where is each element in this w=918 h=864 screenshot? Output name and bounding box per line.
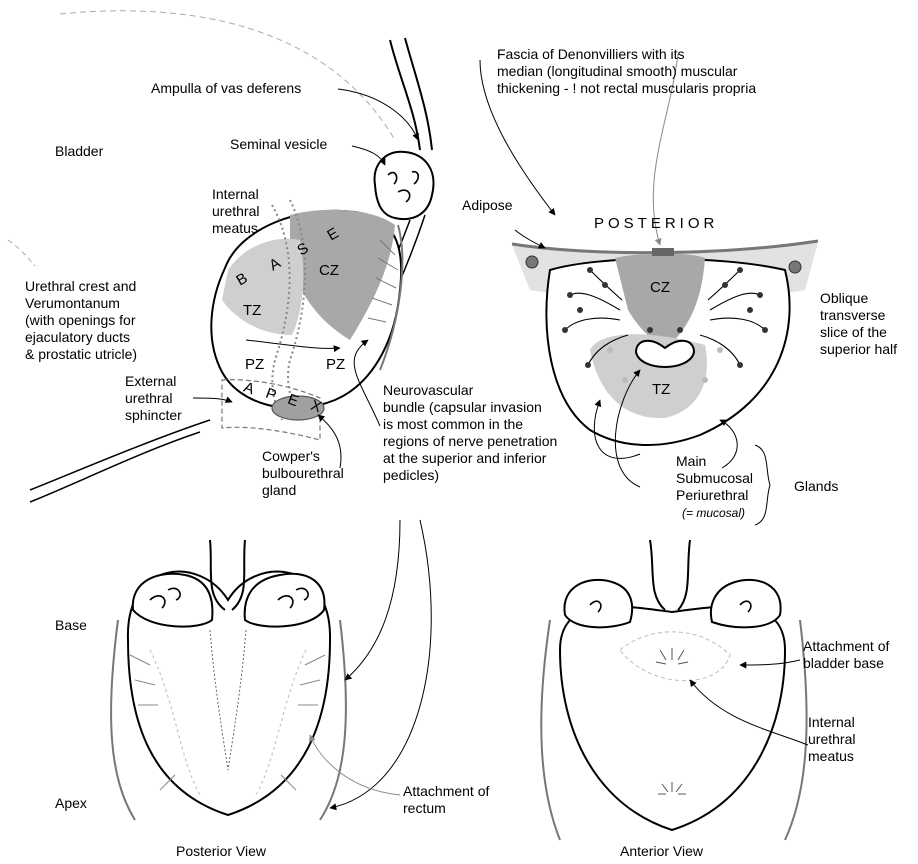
adipose-label: Adipose	[462, 197, 513, 214]
gland-mucosal-note: (= mucosal)	[682, 505, 745, 522]
anterior-view	[541, 540, 806, 840]
sagittal-cz-label: CZ	[319, 262, 339, 279]
sagittal-pz-right-label: PZ	[326, 356, 345, 373]
seminal-vesicle-label: Seminal vesicle	[230, 136, 327, 153]
posterior-view-caption: Posterior View	[176, 843, 266, 860]
glands-label: Glands	[794, 478, 838, 495]
sagittal-tz-label: TZ	[243, 302, 261, 319]
transverse-slice	[512, 241, 818, 445]
anterior-view-caption: Anterior View	[620, 843, 703, 860]
bladder-label: Bladder	[55, 143, 103, 160]
glands-brace	[755, 445, 770, 525]
slice-tz-label: TZ	[652, 381, 670, 398]
slice-cz-label: CZ	[650, 279, 670, 296]
gland-periurethral-label: Periurethral	[676, 487, 748, 504]
apex-label: Apex	[55, 795, 87, 812]
ampulla-label: Ampulla of vas deferens	[151, 80, 301, 97]
posterior-view	[111, 540, 346, 820]
gland-main-label: Main	[676, 453, 706, 470]
base-label: Base	[55, 617, 87, 634]
posterior-label: POSTERIOR	[594, 215, 718, 232]
sagittal-pz-left-label: PZ	[245, 356, 264, 373]
gland-submucosal-label: Submucosal	[676, 470, 753, 487]
